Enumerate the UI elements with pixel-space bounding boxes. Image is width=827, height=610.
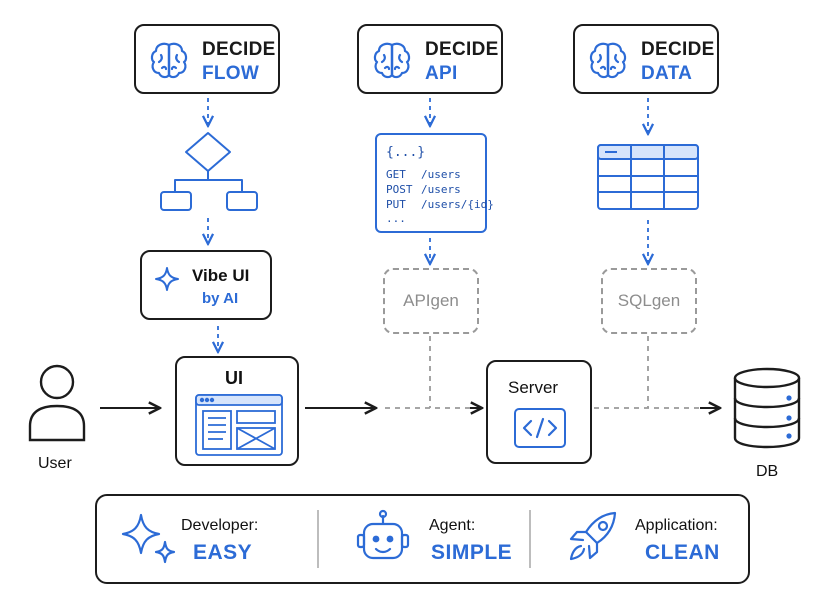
sparkle-icon — [155, 267, 179, 291]
developer-quality: EASY — [193, 541, 253, 564]
api-spec-card: {...} GET /users POST /users PUT /users/… — [375, 133, 494, 233]
decide-data-value: DATA — [641, 63, 693, 84]
server-box: Server — [486, 360, 592, 464]
agent-quality: SIMPLE — [431, 541, 513, 564]
apigen-box: APIgen — [383, 268, 479, 334]
server-label: Server — [508, 378, 559, 397]
user-label: User — [38, 455, 72, 472]
brain-icon — [373, 42, 411, 79]
decide-flow-keyword: DECIDE — [202, 39, 276, 60]
decide-flow-value: FLOW — [202, 63, 260, 84]
ui-label: UI — [225, 368, 243, 388]
decide-data-keyword: DECIDE — [641, 39, 715, 60]
summary-developer: Developer: EASY — [97, 496, 317, 582]
decide-flow-box: DECIDE FLOW — [134, 24, 280, 94]
wireframe-icon — [195, 394, 283, 456]
api-spec-ellipsis: ... — [386, 212, 406, 225]
brain-icon — [150, 42, 188, 79]
sqlgen-box: SQLgen — [601, 268, 697, 334]
summary-application: Application: CLEAN — [531, 496, 748, 582]
api-spec-braces: {...} — [386, 145, 426, 160]
decide-api-value: API — [425, 63, 458, 84]
ui-box: UI — [175, 356, 299, 466]
code-icon — [514, 408, 566, 448]
decide-api-keyword: DECIDE — [425, 39, 499, 60]
application-quality: CLEAN — [645, 541, 720, 564]
application-role: Application: — [635, 517, 718, 534]
developer-role: Developer: — [181, 517, 259, 534]
api-path-get: /users — [421, 168, 461, 181]
user-icon — [28, 364, 86, 442]
api-path-post: /users — [421, 183, 461, 196]
vibe-ui-title: Vibe UI — [192, 266, 250, 285]
brain-icon — [589, 42, 627, 79]
summary-panel: Developer: EASY Agent: SIMPLE — [95, 494, 750, 584]
flowchart-icon — [160, 132, 258, 211]
api-method-post: POST — [386, 183, 413, 196]
decide-api-box: DECIDE API — [357, 24, 503, 94]
summary-divider — [317, 510, 319, 568]
api-path-put: /users/{id} — [421, 198, 494, 211]
vibe-ui-box: Vibe UI by AI — [140, 250, 272, 320]
apigen-label: APIgen — [403, 291, 459, 310]
summary-divider — [529, 510, 531, 568]
robot-icon — [356, 509, 410, 560]
rocket-icon — [569, 511, 617, 561]
db-label: DB — [756, 463, 779, 480]
api-method-get: GET — [386, 168, 406, 181]
agent-role: Agent: — [429, 517, 476, 534]
database-icon — [733, 367, 801, 449]
vibe-ui-subtitle: by AI — [202, 290, 239, 307]
decide-data-box: DECIDE DATA — [573, 24, 719, 94]
sparkles-icon — [121, 513, 176, 564]
table-icon — [597, 144, 699, 210]
sqlgen-label: SQLgen — [617, 291, 681, 310]
api-method-put: PUT — [386, 198, 406, 211]
summary-agent: Agent: SIMPLE — [319, 496, 529, 582]
